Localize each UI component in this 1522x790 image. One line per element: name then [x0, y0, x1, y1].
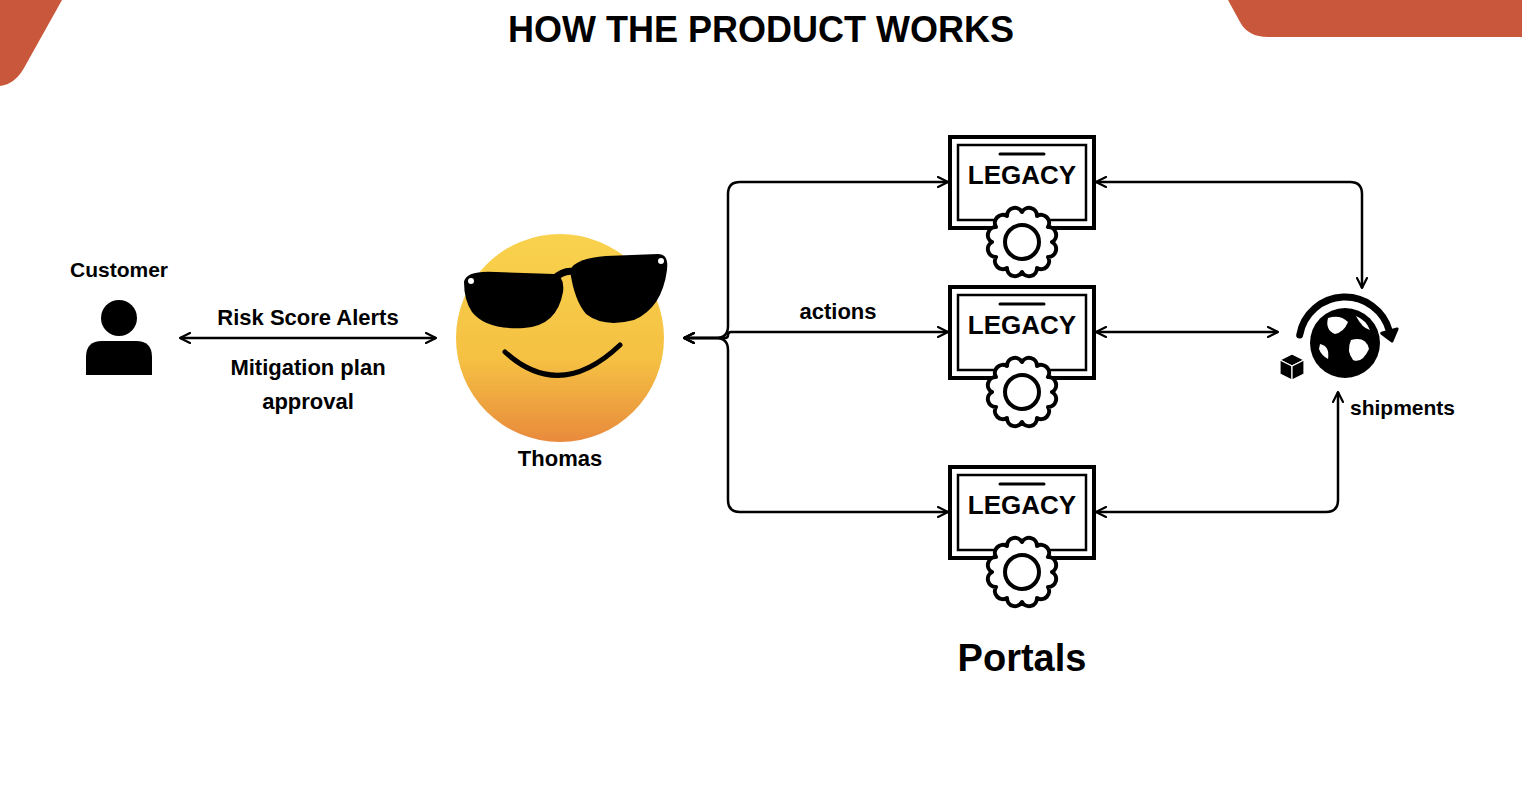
sunglasses-lens — [464, 272, 563, 328]
agent-node: Thomas — [436, 234, 684, 470]
connector — [1096, 182, 1362, 288]
certificate-rule — [1000, 153, 1044, 156]
edge-label-box: Risk Score Alerts — [214, 305, 401, 331]
connector — [1096, 331, 1278, 334]
portal-icon — [948, 465, 1096, 610]
page-title: HOW THE PRODUCT WORKS — [508, 9, 1014, 51]
flow-note: Mitigation plan approval — [208, 351, 408, 419]
group-label: Portals — [958, 636, 1087, 680]
person-head — [101, 300, 137, 336]
portal-node: LEGACY — [948, 135, 1096, 280]
connector — [684, 182, 948, 338]
sunglasses-bridge — [554, 271, 576, 279]
connector — [1096, 392, 1338, 512]
seal-center — [1005, 375, 1039, 409]
connector — [180, 337, 436, 340]
node-label: Customer — [70, 258, 168, 282]
globe-land — [1327, 317, 1348, 334]
title-box: HOW THE PRODUCT WORKS — [0, 9, 1522, 51]
seal-rosette — [988, 358, 1056, 426]
orbit-arrow — [1300, 297, 1390, 335]
sunglasses-highlight — [658, 258, 664, 264]
certificate-rule — [1000, 483, 1044, 486]
corner-accent — [1228, 0, 1522, 37]
emoji-smile — [505, 345, 620, 375]
globe-land — [1349, 339, 1369, 361]
edge-label: actions — [799, 299, 876, 325]
portal-node: LEGACY — [948, 285, 1096, 430]
corner-accent — [0, 0, 62, 86]
group-label-box: Portals — [872, 636, 1172, 680]
portal-node: LEGACY — [948, 465, 1096, 610]
person-body — [86, 341, 152, 375]
seal-rosette — [988, 538, 1056, 606]
portal-label: LEGACY — [968, 310, 1076, 341]
portal-label: LEGACY — [968, 160, 1076, 191]
customer-node: Customer — [58, 258, 180, 380]
cube-icon — [1280, 360, 1292, 380]
certificate-rule — [1000, 303, 1044, 306]
portal-label: LEGACY — [968, 490, 1076, 521]
globe-land — [1319, 344, 1328, 359]
cube-icon — [1292, 360, 1304, 380]
seal-rosette — [988, 208, 1056, 276]
sunglasses-highlight — [468, 278, 474, 284]
emoji-icon — [436, 234, 684, 470]
globe-icon — [1278, 288, 1410, 392]
portal-icon — [948, 285, 1096, 430]
portal-icon — [948, 135, 1096, 280]
node-label: Thomas — [518, 446, 602, 472]
connector — [684, 332, 948, 338]
seal-center — [1005, 555, 1039, 589]
flow-note-box: Mitigation plan approval — [208, 351, 408, 419]
sunglasses-lens — [570, 254, 667, 323]
edge-label: Risk Score Alerts — [217, 305, 398, 331]
edge-label-box: actions — [796, 299, 879, 325]
connector — [684, 338, 948, 512]
shipments-node: shipments — [1278, 288, 1410, 392]
seal-center — [1005, 225, 1039, 259]
globe-land — [1356, 316, 1370, 330]
node-label: shipments — [1350, 396, 1455, 420]
globe — [1310, 308, 1380, 378]
orbit-arrowhead — [1382, 329, 1397, 341]
